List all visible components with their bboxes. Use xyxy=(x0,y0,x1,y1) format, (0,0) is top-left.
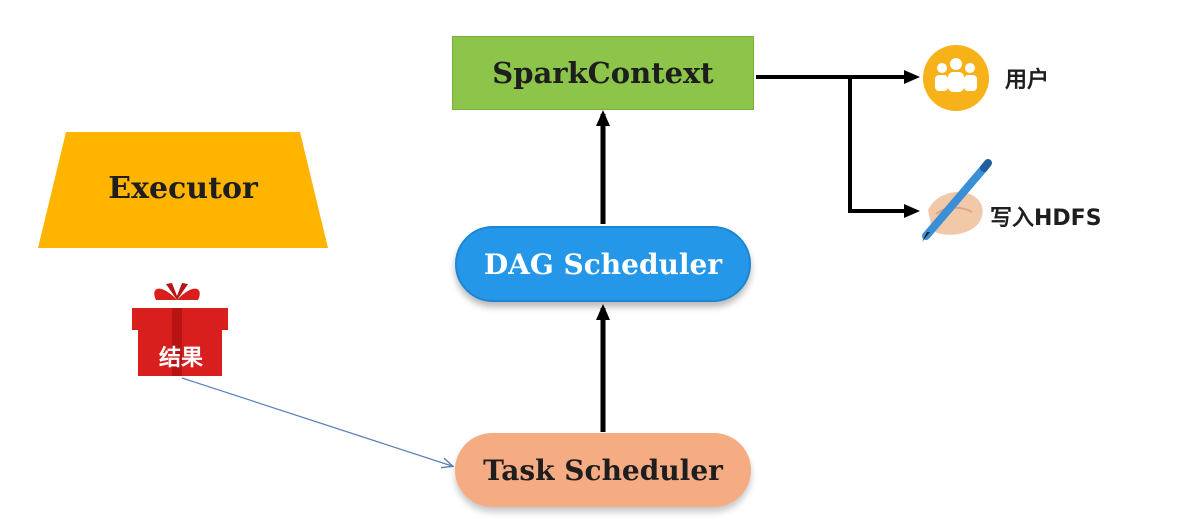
executor-label: Executor xyxy=(108,170,258,206)
spark-context-node: SparkContext xyxy=(452,36,754,110)
arrow-sparkcontext-to-hdfs xyxy=(848,77,920,218)
hand-writing-pen-icon xyxy=(922,159,992,242)
write-hdfs-label: 写入HDFS xyxy=(990,206,1102,231)
executor-node: Executor xyxy=(38,132,328,248)
dag-scheduler-node: DAG Scheduler xyxy=(455,226,751,302)
users-group-icon xyxy=(923,45,989,111)
executor-shape xyxy=(38,132,328,248)
result-label: 结果 xyxy=(158,346,203,371)
task-scheduler-node: Task Scheduler xyxy=(455,433,751,507)
gift-box-icon xyxy=(132,283,228,376)
arrow-result-to-task-scheduler xyxy=(181,377,452,466)
users-label: 用户 xyxy=(1005,68,1050,93)
